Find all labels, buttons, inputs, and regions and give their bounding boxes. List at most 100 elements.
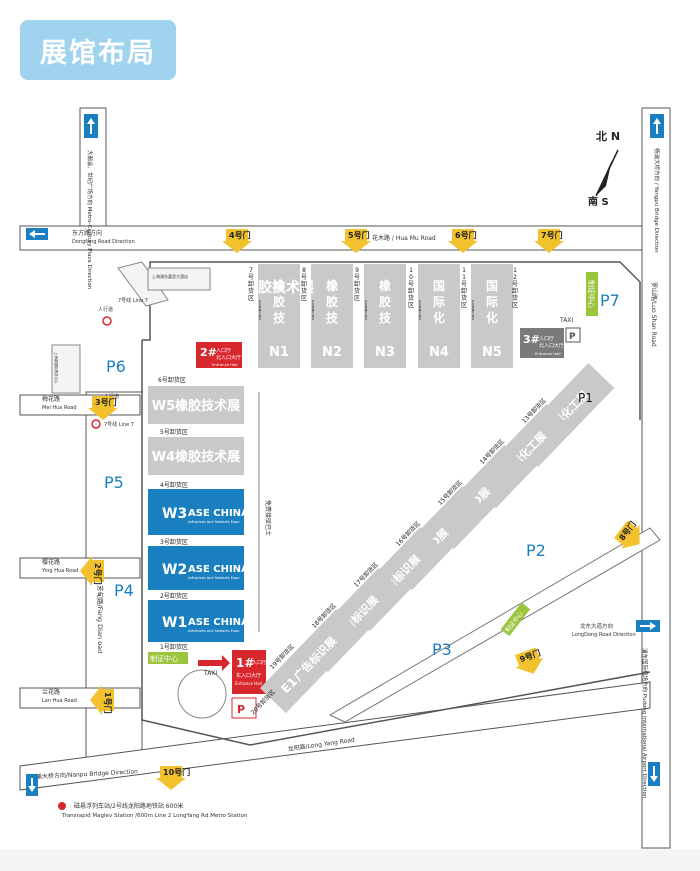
hall-N4[interactable]: [418, 264, 460, 368]
ase-sub-W1: Adhesives and Sealants Expo: [188, 629, 239, 633]
gate-9[interactable]: 9号门: [511, 646, 547, 679]
hall-N4-cn-char: 际: [433, 295, 445, 309]
hall-N2-cn-char: 胶: [326, 294, 338, 309]
entrance-1-cn1: 入口厅: [252, 660, 267, 666]
hall-W2[interactable]: [148, 546, 244, 590]
gate-4[interactable]: 4号门: [222, 229, 252, 253]
luoshan-label: 罗山路/Luo Shan Road: [650, 282, 658, 347]
ase-logo-W3: ASE CHINA: [188, 508, 249, 519]
entrance-3[interactable]: [520, 328, 564, 358]
gate-arrow-icon: [341, 229, 371, 253]
gate-arrow-icon: [156, 766, 186, 790]
gate-10[interactable]: 10号门: [156, 766, 190, 790]
entrance-3-en: Entrance Hall: [535, 351, 561, 356]
gate-7[interactable]: 7号门: [534, 229, 564, 253]
west-loading-bays: 6号卸货区 5号卸货区 4号卸货区 3号卸货区 2号卸货区 1号卸货区: [158, 376, 188, 651]
gate-label: 6号门: [455, 230, 477, 240]
bay-12-char: 2: [513, 274, 517, 281]
metro-line7-icon: [102, 316, 112, 326]
ase-sub-W3: Adhesives and Sealants Expo: [188, 520, 239, 524]
bay-char: 7: [249, 267, 253, 274]
hall-N3[interactable]: [364, 264, 406, 368]
gate-label: 10号门: [163, 767, 190, 777]
yangpu-label: 杨浦大桥方向 / Yangpu Bridge Direction: [653, 148, 661, 253]
hall-N4-cn-char: 国: [433, 279, 445, 293]
cert-center-north-label: 制证中心: [587, 280, 596, 308]
gate-3[interactable]: 3号门: [88, 396, 118, 420]
hall-N5-cn-char: 际: [486, 295, 498, 309]
parking-P3: P3: [432, 640, 452, 659]
bay-char: 卸: [408, 287, 414, 295]
cert-center-east[interactable]: [500, 602, 531, 637]
bay-char: 货: [354, 287, 360, 295]
hall-W2-label: W2: [162, 562, 187, 578]
bay-12-char: 货: [512, 294, 518, 302]
hall-W4-label: W4橡胶技术展: [152, 449, 241, 465]
hall-W3[interactable]: [148, 489, 244, 535]
entrance-3-num: 3#: [523, 333, 540, 346]
entrance-1-en: Entrance Hall: [235, 681, 262, 686]
longdong-label: 龙东大道方向: [580, 622, 613, 630]
parking-P7: P7: [600, 291, 620, 310]
gate-label: 5号门: [348, 230, 370, 240]
bay-char: 号: [248, 274, 254, 281]
bay-3: 3号卸货区: [160, 538, 188, 546]
longdong-label-en: LongDong Road Direction: [572, 632, 636, 638]
entrance-1-cn2: 东入口大厅: [236, 672, 261, 679]
loading-bay-label: LOADING BAY: [471, 300, 475, 321]
bay-5: 5号卸货区: [160, 428, 188, 436]
entrance-2-cn1: 入口厅: [216, 348, 231, 354]
cert-center-west[interactable]: [148, 652, 188, 664]
parking-P5: P5: [104, 473, 124, 492]
gate-2[interactable]: 2号门: [80, 556, 104, 586]
metro-direction-label: 大都会、世纪广场方向 Metro-Century Plaza Direction: [86, 150, 94, 290]
gate-1[interactable]: 1号门: [90, 685, 114, 715]
bay-char: 货: [301, 287, 307, 295]
cert-center-north[interactable]: [586, 272, 598, 316]
loading-bay-label: LOADING BAY: [258, 300, 262, 321]
metro-line7-icon: [91, 419, 101, 429]
bay-char: 货: [461, 294, 467, 302]
hall-W4[interactable]: [148, 437, 244, 475]
hall-N5[interactable]: [471, 264, 513, 368]
gate-arrow-icon: [90, 685, 114, 715]
hall-W5[interactable]: [148, 386, 244, 424]
hall-N1[interactable]: [258, 264, 300, 368]
meihua-label: 梅花路: [42, 395, 60, 403]
parking-p-icon: P: [237, 703, 245, 716]
roundabout: [177, 669, 227, 719]
line7-label-a: 7号线 Line 7: [118, 297, 148, 304]
hall-N2[interactable]: [311, 264, 353, 368]
down-arrow-icon: [28, 778, 36, 792]
taxi-label-west: TAXI: [203, 670, 217, 677]
shuttle-label: 免费接驳巴士: [264, 500, 272, 536]
loading-bay-label: LOADING BAY: [418, 300, 422, 321]
inner-road: [328, 527, 661, 723]
metro-station-cn: 磁悬浮列车站/2号线龙阳路地铁站 600米: [74, 802, 183, 810]
gate-5[interactable]: 5号门: [341, 229, 371, 253]
entrance-1[interactable]: [232, 650, 266, 694]
bay-12-char: 号: [512, 281, 518, 288]
bay-char: 卸: [354, 280, 360, 288]
bay-char: 号: [301, 274, 307, 281]
gate-6[interactable]: 6号门: [448, 229, 478, 253]
gate-label: 2号门: [93, 563, 103, 585]
hall-W1[interactable]: [148, 600, 244, 642]
bay-12-char: 1: [513, 267, 517, 274]
bay-char: 卸: [301, 280, 307, 288]
parking-P2: P2: [526, 541, 546, 560]
bay-12-char: 卸: [512, 287, 518, 295]
line7-label-b: 7号线 Line 7: [104, 421, 134, 428]
hall-N3-code: N3: [375, 345, 395, 360]
right-arrow-icon: [640, 622, 656, 630]
fangdian-label: 芳甸路/Fang Dian oad: [96, 585, 105, 653]
north-label: 北 N: [596, 129, 620, 143]
gate-label: 7号门: [541, 230, 563, 240]
bay-char: 货: [408, 294, 414, 302]
entrance-2[interactable]: [196, 342, 242, 368]
gate-label: 4号门: [229, 230, 251, 240]
dongfang-label-en: Dongfang Road Direction: [72, 239, 135, 245]
